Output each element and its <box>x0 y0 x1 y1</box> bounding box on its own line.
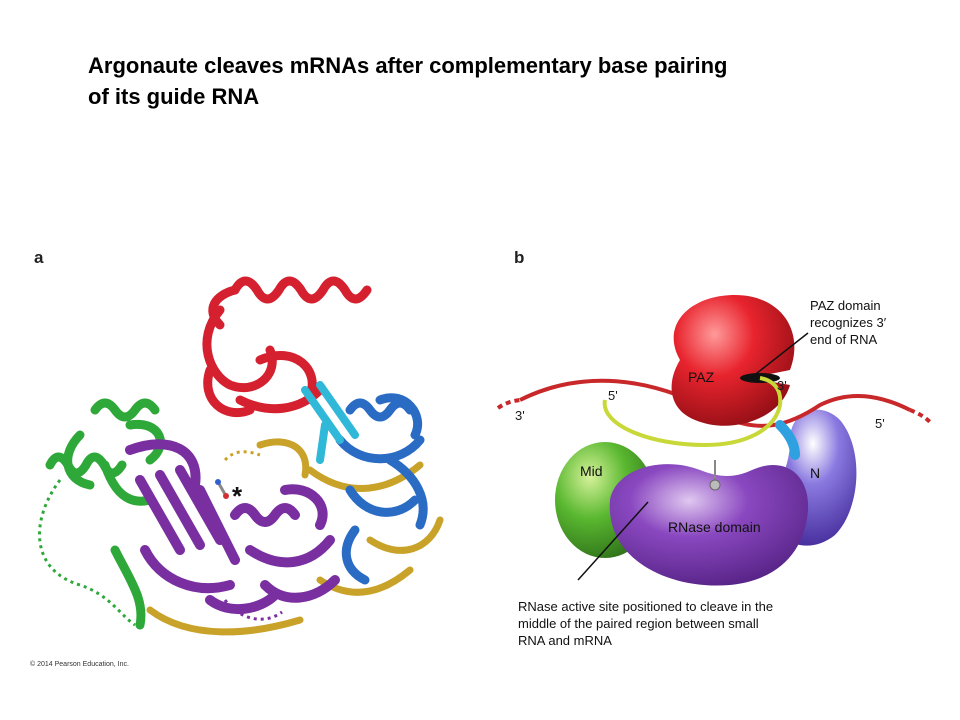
slide-title: Argonaute cleaves mRNAs after complement… <box>88 50 908 112</box>
guide-5-prime-label: 5' <box>608 388 618 403</box>
ribbon-purple-domain <box>125 439 340 615</box>
ribbon-blue-domain <box>335 393 428 585</box>
argonaute-schematic: PAZ Mid N RNase domain 3' 5' 3' 5' PAZ d… <box>496 295 932 648</box>
mrna-strand <box>519 378 911 428</box>
ribbon-cyan-strands <box>301 381 359 464</box>
n-label: N <box>810 465 820 481</box>
active-site-residues <box>215 479 229 499</box>
ribbon-green-loop <box>38 479 136 627</box>
ribbon-gold-loop <box>223 450 261 462</box>
guide-3-prime-label: 3' <box>777 378 787 393</box>
paz-n-linker <box>775 420 800 460</box>
panel-b-label: b <box>514 248 525 267</box>
paz-label: PAZ <box>688 369 715 385</box>
active-site-asterisk: * <box>232 481 243 511</box>
title-line-2: of its guide RNA <box>88 84 260 109</box>
mrna-3-prime-label: 3' <box>515 408 525 423</box>
rnase-label: RNase domain <box>668 519 761 535</box>
mrna-dashed-right <box>909 408 932 424</box>
rnase-active-site <box>709 460 721 491</box>
paz-binding-pocket <box>740 373 780 383</box>
paz-note-leader <box>751 332 809 378</box>
ribbon-green-domain <box>45 398 165 630</box>
rnase-domain-shape <box>609 464 809 586</box>
paz-note: PAZ domain recognizes 3′ end of RNA <box>810 298 890 347</box>
title-line-1: Argonaute cleaves mRNAs after complement… <box>88 53 728 78</box>
mid-label: Mid <box>580 463 603 479</box>
panel-a-label: a <box>34 248 44 267</box>
mrna-dashed-left <box>496 398 521 410</box>
rnase-note: RNase active site positioned to cleave i… <box>518 599 777 648</box>
guide-rna-strand <box>602 376 783 448</box>
copyright-notice: © 2014 Pearson Education, Inc. <box>30 661 129 668</box>
paz-domain-shape <box>671 295 795 426</box>
argonaute-ribbon-structure: * <box>38 276 444 636</box>
rnase-note-leader <box>577 501 649 581</box>
mrna-5-prime-label: 5' <box>875 416 885 431</box>
ribbon-red-domain <box>202 276 372 418</box>
